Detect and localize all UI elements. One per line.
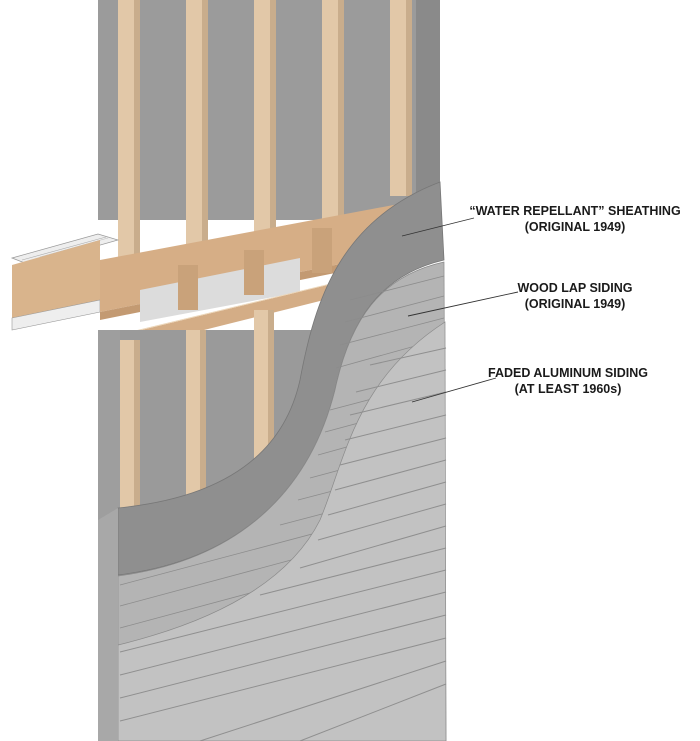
- label-wood-lap-siding-date: (ORIGINAL 1949): [524, 297, 626, 311]
- faded-aluminum-siding: [98, 321, 447, 741]
- leader-lines: [401, 217, 519, 403]
- label-aluminum-siding-title: FADED ALUMINUM SIDING: [488, 366, 648, 380]
- leader-line-aluminum-siding: [411, 377, 497, 403]
- label-wood-lap-siding: WOOD LAP SIDING (ORIGINAL 1949): [500, 280, 650, 312]
- label-sheathing-title: “WATER REPELLANT” SHEATHING: [469, 204, 681, 218]
- leader-line-wood-siding: [407, 291, 519, 317]
- leader-line-sheathing: [401, 217, 475, 237]
- label-aluminum-siding-date: (AT LEAST 1960s): [514, 382, 622, 396]
- upper-wall: [98, 0, 440, 262]
- label-wood-lap-siding-title: WOOD LAP SIDING: [517, 281, 633, 295]
- upper-studs: [118, 0, 412, 262]
- label-sheathing-date: (ORIGINAL 1949): [524, 220, 626, 234]
- label-sheathing: “WATER REPELLANT” SHEATHING (ORIGINAL 19…: [468, 203, 682, 235]
- label-aluminum-siding: FADED ALUMINUM SIDING (AT LEAST 1960s): [488, 365, 648, 397]
